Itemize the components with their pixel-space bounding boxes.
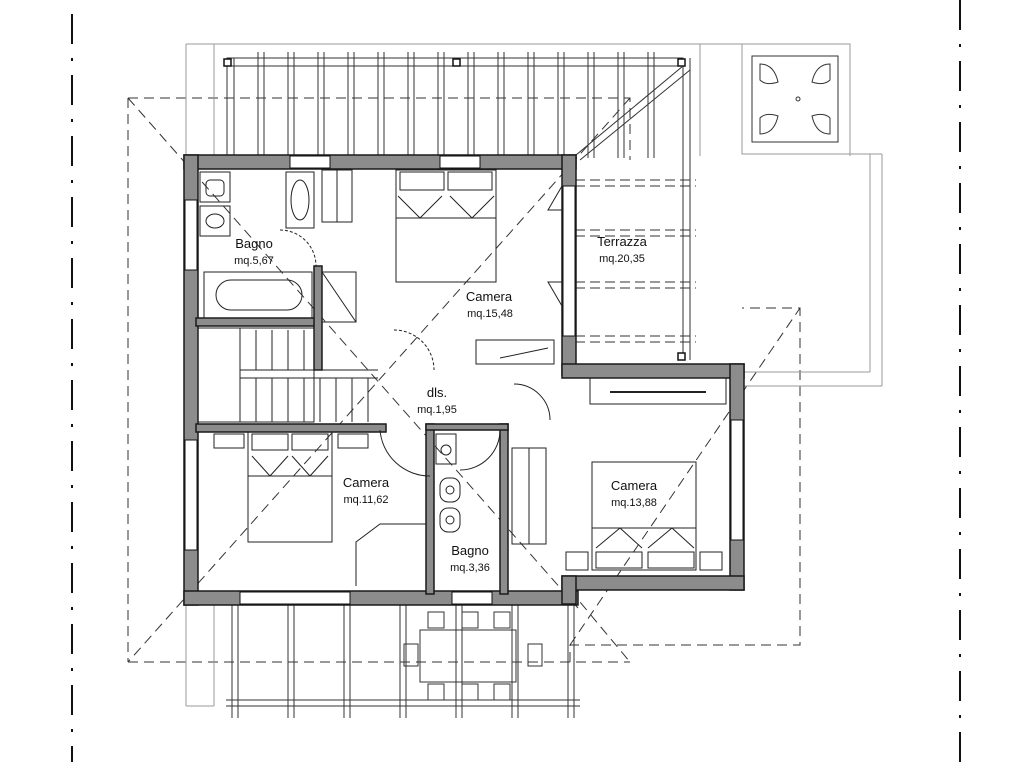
room-area-bagno-1: mq.5,67 [234,255,274,267]
room-area-terrazza: mq.20,35 [599,253,645,265]
room-area-bagno-2: mq.3,36 [450,562,490,574]
room-name-bagno-2: Bagno [451,543,489,558]
dls-doors [379,383,551,477]
room-name-camera-2: Camera [343,475,390,490]
room-area-dls: mq.1,95 [417,404,457,416]
bedroom-1-furniture [321,169,563,371]
bathroom-1-fixtures [199,171,317,319]
roof-outline [127,97,801,663]
staircase [197,327,378,423]
room-name-dls: dls. [427,385,447,400]
page-border [71,0,961,762]
dining-table [403,611,543,701]
room-labels: Bagno mq.5,67 Camera mq.15,48 Terrazza m… [234,234,658,574]
room-name-bagno-1: Bagno [235,236,273,251]
pergola-posts [223,58,691,361]
room-name-camera-3: Camera [611,478,658,493]
pergola-top [185,43,883,387]
pergola-bottom [185,600,580,718]
room-area-camera-2: mq.11,62 [343,494,388,506]
room-area-camera-1: mq.15,48 [467,308,513,320]
bathroom-2-fixtures [435,433,461,533]
room-name-camera-1: Camera [466,289,513,304]
wall-windows [184,155,744,605]
room-name-terrazza: Terrazza [597,234,648,249]
room-area-camera-3: mq.13,88 [611,497,657,509]
garden-table [751,55,839,143]
bedroom-2-furniture [213,431,426,586]
bedroom-3-furniture [511,377,727,571]
